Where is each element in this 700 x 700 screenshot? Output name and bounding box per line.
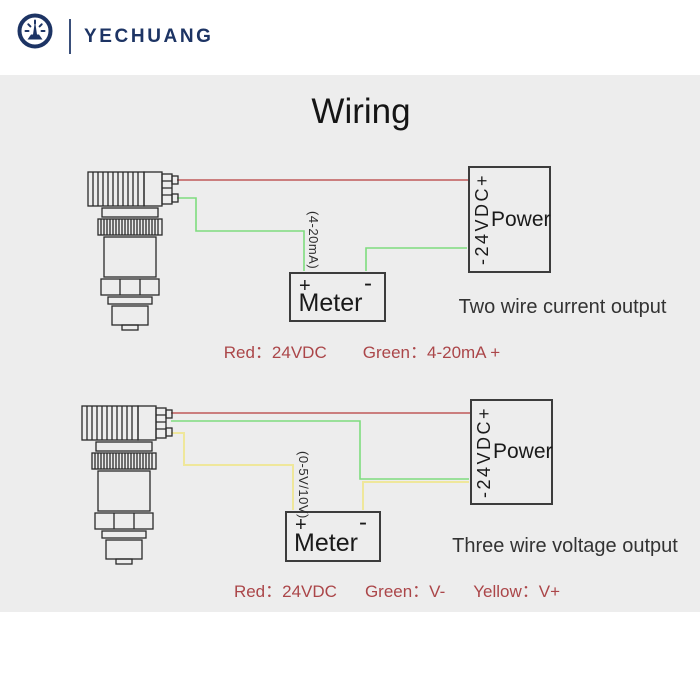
brand-header: YECHUANG (0, 0, 700, 75)
brand-divider (69, 19, 71, 54)
legend-item-yellow-2: Yellow：V+ (473, 582, 561, 601)
meter-minus-terminal-2: - (359, 509, 367, 536)
legend-item-red-1: Red：24VDC (223, 343, 327, 362)
meter-box-1: + - Meter (289, 270, 386, 322)
pressure-transmitter-drawing-2 (81, 405, 173, 565)
wire-color-legend-2: Red：24VDC Green：V- Yellow：V+ (0, 577, 700, 602)
signal-range-annotation-1: (4-20mA) (306, 211, 321, 270)
power-label-1: Power (491, 207, 551, 231)
legend-item-green-1: Green：4-20mA + (362, 343, 501, 362)
diagram-panel (0, 75, 700, 612)
power-terminal-label-1: -24VDC+ (472, 173, 492, 266)
signal-range-annotation-2: (0-5V/10V) (296, 451, 311, 519)
gauge-icon (17, 13, 53, 49)
meter-plus-terminal-2: + (295, 514, 307, 536)
page-title: Wiring (311, 92, 411, 131)
power-label-2: Power (493, 440, 553, 463)
meter-box-2: + - Meter (285, 509, 381, 562)
meter-label-2: Meter (294, 529, 358, 557)
legend-item-red-2: Red：24VDC (233, 582, 337, 601)
pressure-transmitter-drawing-1 (87, 171, 179, 331)
meter-plus-terminal-1: + (299, 275, 311, 297)
power-box-1: -24VDC+ Power (468, 166, 551, 273)
wire-color-legend-1: Red：24VDC Green：4-20mA + (0, 338, 700, 363)
meter-minus-terminal-1: - (364, 270, 372, 297)
meter-label-1: Meter (298, 289, 363, 317)
diagram-caption-1: Two wire current output (458, 296, 667, 318)
power-box-2: -24VDC+ Power (470, 399, 553, 505)
brand-name: YECHUANG (84, 26, 214, 47)
power-terminal-label-2: -24VDC+ (474, 405, 494, 499)
diagram-caption-2: Three wire voltage output (452, 535, 678, 557)
legend-item-green-2: Green：V- (364, 582, 446, 601)
